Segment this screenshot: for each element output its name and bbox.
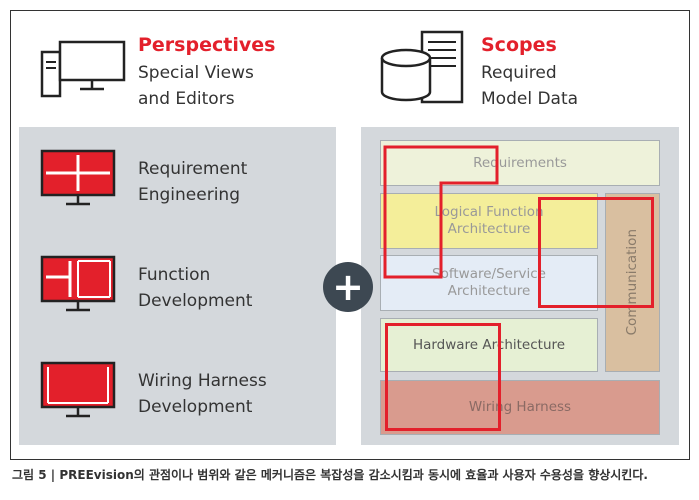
figure-caption: 그림 5 | PREEvision의 관점이나 범위와 같은 메커니즘은 복잡성… (12, 468, 648, 482)
scopes-subtitle-line1: Required (481, 63, 557, 83)
perspective-item-line2: Development (138, 397, 253, 417)
database-server-icon (380, 30, 464, 104)
requirement-engineering-scope-outline (383, 145, 499, 279)
hardware-architecture-label: Hardware Architecture (412, 336, 566, 353)
perspective-item-line2: Development (138, 291, 253, 311)
communication-box: Communication (605, 193, 660, 372)
software-service-box: Software/Service Architecture (380, 255, 598, 311)
wiring-harness-scope-outline (385, 323, 501, 431)
monitor-grid-icon (40, 149, 116, 206)
wiring-harness-label: Wiring Harness (468, 399, 572, 415)
perspectives-title: Perspectives (138, 34, 276, 56)
function-development-scope-outline (538, 197, 654, 308)
perspective-item-line1: Wiring Harness (138, 371, 267, 391)
hardware-architecture-box: Hardware Architecture (380, 318, 598, 372)
software-service-label-line1: Software/Service (432, 266, 546, 282)
scopes-subtitle-line2: Model Data (481, 89, 579, 109)
perspective-item-line2: Engineering (138, 185, 240, 205)
logical-function-label-line2: Architecture (447, 221, 531, 237)
monitor-blocks-icon (40, 255, 116, 312)
software-service-label-line2: Architecture (447, 283, 531, 299)
desktop-computer-icon (40, 40, 126, 98)
perspectives-subtitle-line2: and Editors (138, 89, 235, 109)
monitor-wide-icon (40, 361, 116, 418)
wiring-harness-box: Wiring Harness (380, 380, 660, 435)
scopes-title: Scopes (481, 34, 557, 56)
perspective-item-line1: Requirement (138, 159, 248, 179)
plus-icon: + (323, 262, 373, 312)
perspective-item-line1: Function (138, 265, 211, 285)
logical-function-box: Logical Function Architecture (380, 193, 598, 249)
perspectives-subtitle-line1: Special Views (138, 63, 254, 83)
logical-function-label-line1: Logical Function (434, 204, 544, 220)
